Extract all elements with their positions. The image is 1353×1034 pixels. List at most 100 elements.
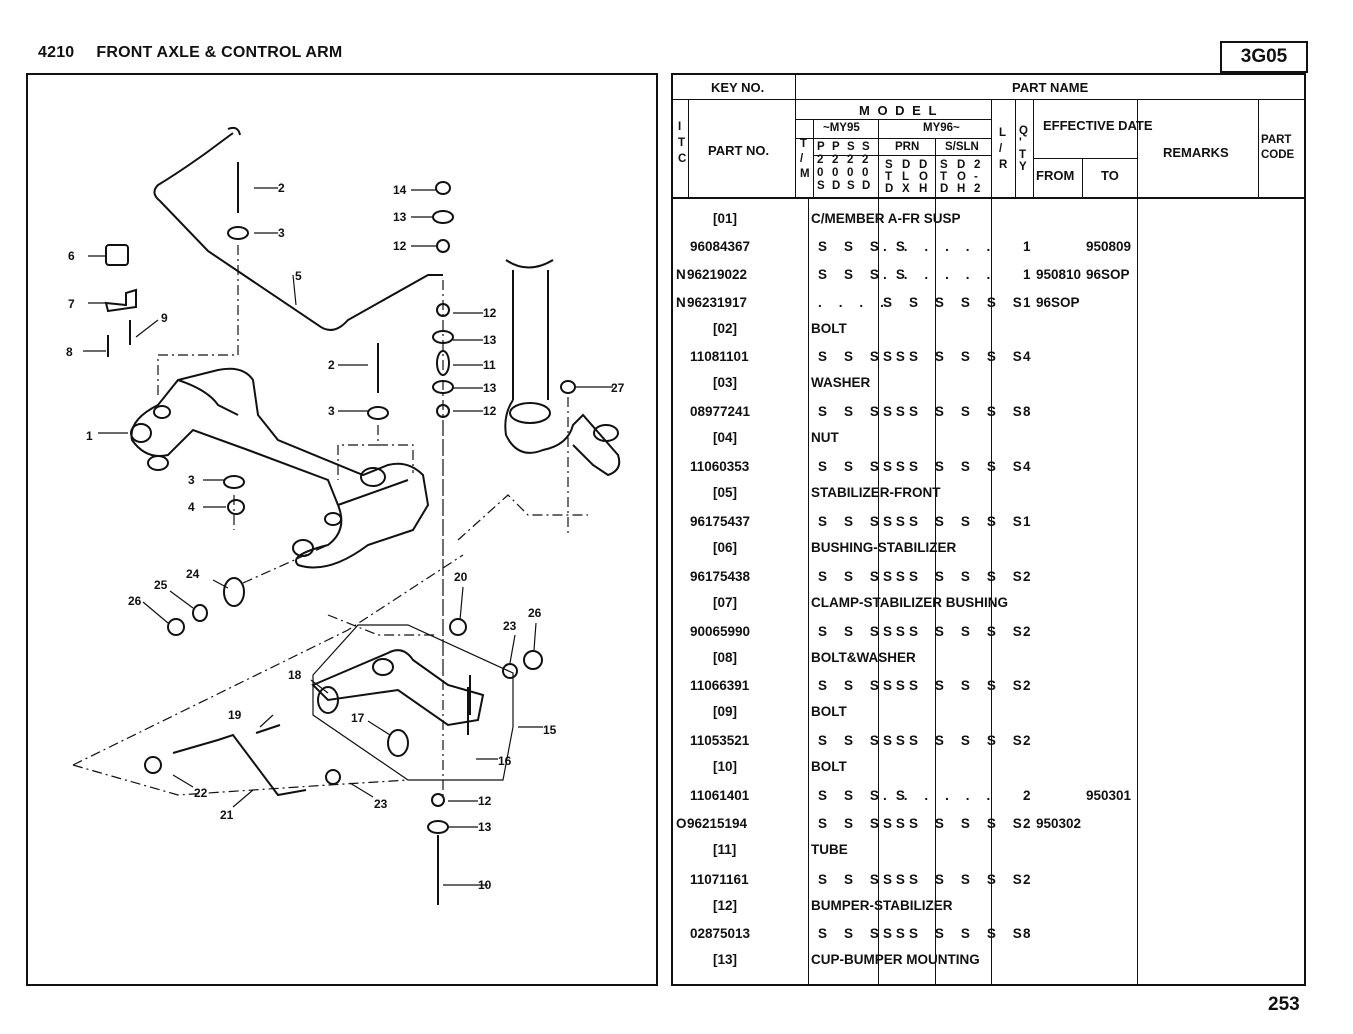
model-my96-marks: S S S S S S: [883, 295, 1029, 310]
part-name: BUSHING-STABILIZER: [811, 540, 957, 555]
callout-4: 4: [188, 500, 195, 514]
part-number: 96219022: [687, 267, 748, 282]
quantity: 1: [1023, 267, 1031, 282]
key-row: [09] BOLT: [673, 700, 1304, 726]
callout-26: 26: [128, 594, 142, 608]
model-my96-marks: . . . . . .: [883, 239, 997, 254]
itc-code: N: [676, 295, 686, 310]
ssln-header: S/SLN: [945, 141, 979, 153]
callout-25: 25: [154, 578, 168, 592]
quantity: 2: [1023, 788, 1031, 803]
key-number: [10]: [713, 759, 738, 774]
callout-11: 11: [483, 358, 496, 372]
part-name: TUBE: [811, 842, 848, 857]
callout-12d: 12: [478, 794, 492, 808]
model-my95-marks: S S S S: [818, 872, 912, 887]
key-number: [06]: [713, 540, 738, 555]
page-number: 253: [1268, 994, 1300, 1015]
parts-illustration: 1 2 3 2 3 3 4 5 6 7 8 9 14 13 12 12 13 1…: [66, 126, 625, 905]
callout-22: 22: [194, 786, 208, 800]
model-my95-marks: S S S S: [818, 459, 912, 474]
model-my95-marks: S S S S: [818, 788, 912, 803]
lr-header: L / R: [999, 127, 1008, 171]
key-number: [01]: [713, 211, 738, 226]
model-my96-marks: S S S S S S: [883, 349, 1029, 364]
key-number: [08]: [713, 650, 738, 665]
quantity: 2: [1023, 872, 1031, 887]
itc-code: N: [676, 267, 686, 282]
model-my95-marks: S S S S: [818, 267, 912, 282]
ssln-col-0: S T D: [940, 159, 949, 195]
key-row: [08] BOLT&WASHER: [673, 646, 1304, 672]
model-my96-marks: . . . . . .: [883, 267, 997, 282]
callout-6: 6: [68, 249, 75, 263]
model-my95-marks: S S S S: [818, 733, 912, 748]
remarks-header: REMARKS: [1163, 145, 1229, 160]
callout-23b: 23: [374, 797, 388, 811]
part-number: 96175438: [690, 569, 751, 584]
part-number: 11053521: [690, 733, 750, 748]
effective-from: 950810: [1036, 267, 1082, 282]
part-code-header: PART CODE: [1261, 134, 1295, 161]
model-my96-marks: S S S S S S: [883, 514, 1029, 529]
part-name: WASHER: [811, 375, 871, 390]
section-title: FRONT AXLE & CONTROL ARM: [96, 44, 343, 61]
prn-col-0: S T D: [885, 159, 894, 195]
callout-23: 23: [503, 619, 517, 633]
qty-header: Q ' T Y: [1019, 125, 1028, 173]
callout-9: 9: [161, 311, 168, 325]
key-row: [11]TUBE: [673, 838, 1304, 864]
my95-header: ~MY95: [823, 122, 860, 134]
part-name-header: PART NAME: [1012, 80, 1089, 95]
model-my95-marks: S S S S: [818, 816, 912, 831]
part-name: CUP-BUMPER MOUNTING: [811, 952, 980, 967]
key-row: [07]CLAMP-STABILIZER BUSHING: [673, 591, 1304, 617]
model-my95-marks: S S S S: [818, 624, 912, 639]
key-number: [09]: [713, 704, 738, 719]
model-my96-marks: . . . . . .: [883, 788, 997, 803]
my95-col-0: P 2 0 S: [817, 141, 825, 192]
key-number: [12]: [713, 898, 738, 913]
key-row: [01]C/MEMBER A-FR SUSP: [673, 207, 1304, 233]
quantity: 4: [1023, 349, 1031, 364]
quantity: 1: [1023, 295, 1031, 310]
tm-header: T / M: [800, 138, 810, 180]
quantity: 2: [1023, 678, 1031, 693]
key-row: [04]NUT: [673, 426, 1304, 452]
part-name: BOLT: [811, 704, 847, 719]
model-my95-marks: S S S S: [818, 239, 912, 254]
model-my96-marks: S S S S S S: [883, 459, 1029, 474]
part-name: NUT: [811, 430, 839, 445]
exploded-diagram: 1 2 3 2 3 3 4 5 6 7 8 9 14 13 12 12 13 1…: [26, 73, 658, 986]
my95-col-2: S 2 0 S: [847, 141, 855, 192]
effective-to: 950809: [1086, 239, 1132, 254]
callout-26b: 26: [528, 606, 542, 620]
callout-3: 3: [278, 226, 285, 240]
quantity: 2: [1023, 569, 1031, 584]
part-number: 11061401: [690, 788, 750, 803]
callout-27: 27: [611, 381, 625, 395]
callout-14: 14: [393, 183, 407, 197]
effective-date-header: EFFECTIVE DATE: [1043, 118, 1153, 133]
effective-to: 950301: [1086, 788, 1132, 803]
callout-15: 15: [543, 723, 557, 737]
part-number: 11066391: [690, 678, 750, 693]
callout-2: 2: [278, 181, 285, 195]
part-number: 08977241: [690, 404, 751, 419]
key-no-header: KEY NO.: [711, 80, 765, 95]
model-my96-marks: S S S S S S: [883, 872, 1029, 887]
callout-13c: 13: [483, 381, 497, 395]
part-name: BOLT: [811, 759, 847, 774]
callout-8: 8: [66, 345, 73, 359]
part-name: BOLT&WASHER: [811, 650, 916, 665]
model-my95-marks: S S S S: [818, 926, 912, 941]
part-name: BOLT: [811, 321, 847, 336]
model-my95-marks: S S S S: [818, 514, 912, 529]
